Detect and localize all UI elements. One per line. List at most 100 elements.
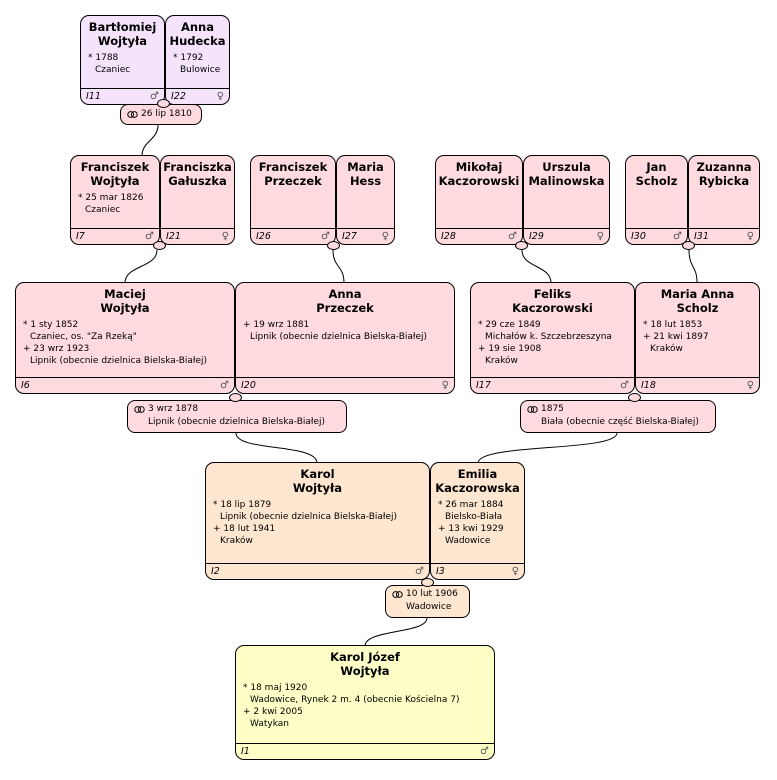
gender-symbol: ♂	[150, 91, 159, 102]
person-name: Scholz	[676, 301, 719, 315]
person-box-I2[interactable]: Karol Wojtyła * 18 lip 1879 Lipnik (obec…	[205, 462, 430, 580]
place-line: Bielsko-Biała	[445, 512, 503, 522]
birth-line: * 26 mar 1884	[438, 500, 504, 510]
marriage-icon	[392, 591, 403, 598]
person-id: I28	[441, 231, 456, 242]
person-name: Wojtyła	[340, 664, 390, 678]
place-line: Kraków	[650, 344, 683, 354]
person-name: Franciszek	[258, 160, 328, 174]
marriage-place: Wadowice	[406, 602, 452, 612]
marriage-date: 1875	[541, 404, 564, 414]
person-name: Kaczorowska	[435, 481, 520, 495]
family-junction	[515, 241, 528, 250]
marriage-box-1875[interactable]: 1875 Biała (obecnie część Bielska-Białej…	[520, 400, 716, 433]
marriage-icon	[127, 111, 138, 118]
birth-line: * 1 sty 1852	[23, 320, 79, 330]
person-name: Wojtyła	[100, 301, 150, 315]
gender-symbol: ♀	[216, 91, 224, 102]
person-id: I20	[241, 380, 256, 391]
person-box-I11[interactable]: Bartłomiej Wojtyła * 1788 Czaniec I11 ♂	[80, 15, 165, 105]
gender-symbol: ♂	[508, 231, 517, 242]
person-id: I26	[256, 231, 271, 242]
person-name: Scholz	[635, 174, 678, 188]
place-line: Czaniec	[85, 205, 121, 215]
person-name: Karol Józef	[330, 650, 400, 664]
place-line: Czaniec	[95, 65, 131, 75]
family-junction	[682, 241, 695, 250]
marriage-icon	[527, 406, 538, 413]
person-id: I3	[436, 566, 445, 577]
death-line: + 13 kwi 1929	[438, 524, 504, 534]
family-junction	[327, 241, 340, 250]
gender-symbol: ♀	[221, 231, 229, 242]
gender-symbol: ♂	[415, 566, 424, 577]
marriage-box-1906[interactable]: 10 lut 1906 Wadowice	[385, 585, 470, 618]
person-name: Rybicka	[698, 174, 750, 188]
person-box-I27[interactable]: Maria Hess I27 ♀	[336, 155, 395, 245]
person-box-I17[interactable]: Feliks Kaczorowski * 29 cze 1849 Michałó…	[470, 282, 635, 394]
person-name: Franciszka	[163, 160, 232, 174]
gender-symbol: ♀	[381, 231, 389, 242]
person-id: I7	[76, 231, 85, 242]
birth-line: * 18 lip 1879	[213, 500, 272, 510]
person-name: Malinowska	[528, 174, 605, 188]
marriage-date: 10 lut 1906	[406, 589, 458, 599]
person-id: I30	[631, 231, 646, 242]
birth-line: * 1792	[173, 53, 204, 63]
person-box-I22[interactable]: Anna Hudecka * 1792 Bulowice I22 ♀	[165, 15, 230, 105]
person-box-I29[interactable]: Urszula Malinowska I29 ♀	[523, 155, 610, 245]
person-id: I1	[241, 746, 250, 757]
place-line: Wadowice	[445, 536, 491, 546]
gender-symbol: ♀	[596, 231, 604, 242]
person-name: Maria	[347, 160, 384, 174]
person-box-I1[interactable]: Karol Józef Wojtyła * 18 maj 1920 Wadowi…	[235, 645, 495, 760]
place-line: Michałów k. Szczebrzeszyna	[485, 332, 612, 342]
person-box-I20[interactable]: Anna Przeczek + 19 wrz 1881 Lipnik (obec…	[235, 282, 455, 394]
person-box-I3[interactable]: Emilia Kaczorowska * 26 mar 1884 Bielsko…	[430, 462, 525, 580]
marriage-date: 3 wrz 1878	[148, 404, 199, 414]
person-name: Feliks	[533, 287, 572, 301]
person-name: Maciej	[104, 287, 146, 301]
birth-line: * 25 mar 1826	[78, 193, 144, 203]
person-name: Wojtyła	[292, 481, 343, 495]
birth-line: * 18 maj 1920	[243, 683, 308, 693]
person-id: I2	[211, 566, 220, 577]
gender-symbol: ♂	[321, 231, 330, 242]
place-line: Kraków	[485, 356, 518, 366]
place-line: Bulowice	[180, 65, 221, 75]
place-line: Czaniec, os. "Za Rzeką"	[30, 332, 137, 342]
person-id: I31	[694, 231, 709, 242]
marriage-place: Biała (obecnie część Bielska-Białej)	[541, 417, 699, 427]
person-box-I26[interactable]: Franciszek Przeczek I26 ♂	[250, 155, 336, 245]
person-name: Anna	[180, 20, 215, 34]
person-id: I29	[529, 231, 544, 242]
place-line: Lipnik (obecnie dzielnica Bielska-Białej…	[220, 512, 398, 522]
person-name: Hudecka	[169, 34, 226, 48]
gender-symbol: ♀	[746, 380, 754, 391]
person-box-I21[interactable]: Franciszka Gałuszka I21 ♀	[160, 155, 235, 245]
person-id: I22	[171, 91, 186, 102]
marriage-icon	[134, 406, 145, 413]
person-box-I7[interactable]: Franciszek Wojtyła * 25 mar 1826 Czaniec…	[70, 155, 160, 245]
marriage-place: Lipnik (obecnie dzielnica Bielska-Białej…	[148, 417, 326, 427]
person-name: Anna	[328, 287, 362, 301]
person-id: I18	[641, 380, 656, 391]
person-id: I11	[86, 91, 101, 102]
person-box-I30[interactable]: Jan Scholz I30 ♂	[625, 155, 688, 245]
person-box-I31[interactable]: Zuzanna Rybicka I31 ♀	[688, 155, 760, 245]
person-box-I18[interactable]: Maria Anna Scholz * 18 lut 1853 + 21 kwi…	[635, 282, 760, 394]
person-box-I6[interactable]: Maciej Wojtyła * 1 sty 1852 Czaniec, os.…	[15, 282, 235, 394]
gender-symbol: ♂	[673, 231, 682, 242]
person-name: Wojtyła	[97, 34, 148, 48]
family-junction	[421, 578, 434, 587]
family-junction	[628, 393, 641, 402]
person-name: Bartłomiej	[88, 20, 157, 34]
family-junction	[157, 99, 170, 108]
birth-line: * 1788	[88, 53, 119, 63]
marriage-box-1878[interactable]: 3 wrz 1878 Lipnik (obecnie dzielnica Bie…	[127, 400, 347, 433]
death-line: + 19 wrz 1881	[243, 320, 310, 330]
person-name: Maria Anna	[660, 287, 735, 301]
person-box-I28[interactable]: Mikołaj Kaczorowski I28 ♂	[435, 155, 523, 245]
person-id: I6	[21, 380, 30, 391]
